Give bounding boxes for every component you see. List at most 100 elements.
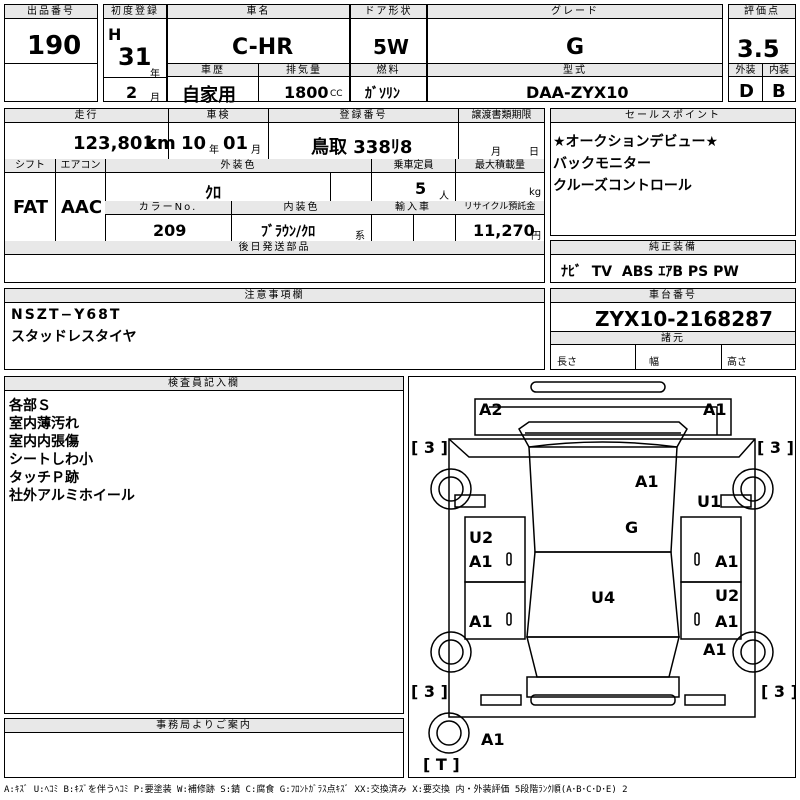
score: 3.5 (737, 35, 780, 63)
damage-code: U2 (715, 586, 739, 605)
mileage-label: 走行 (5, 109, 168, 123)
note-line: NSZT−Y68T (11, 307, 122, 323)
equipment-box: 純正装備 ﾅﾋﾞ TV ABS ｴｱB PS PW (550, 240, 796, 283)
transfer-label: 譲渡書類期限 (458, 109, 544, 123)
equipment-label: 純正装備 (551, 241, 795, 255)
sales-point: ★オークションデビュー★ (553, 134, 719, 150)
recycle: 11,270 (473, 221, 535, 240)
damage-code: A2 (479, 400, 503, 419)
displacement: 1800 (284, 83, 329, 102)
sales-points-box: セールスポイント ★オークションデビュー★ バックモニター クルーズコントロール (550, 108, 796, 236)
damage-code: A1 (703, 400, 727, 419)
inspector-box: 検査員記入欄 各部Ｓ 室内薄汚れ 室内内張傷 シートしわ小 タッチＰ跡 社外アル… (4, 376, 404, 714)
insp-year: 10 (181, 133, 207, 154)
damage-code: A1 (715, 552, 739, 571)
reg-year: 31 (118, 43, 152, 71)
left-front-door (464, 516, 526, 583)
capacity: 5 (415, 179, 427, 198)
chassis-number: ZYX10-2168287 (595, 307, 773, 331)
left-rear-door (464, 581, 526, 640)
length-label: 長さ (557, 357, 577, 368)
rear-left-wheel (430, 631, 472, 673)
office-label: 事務局よりご案内 (5, 719, 403, 733)
lot-number: 190 (27, 31, 82, 61)
body-outline (448, 438, 756, 718)
car-diagram: [ 3 ] [ 3 ] [ 3 ] [ 3 ] [ T ] A2 A1 A1 U… (411, 381, 795, 774)
grade: G (566, 35, 585, 60)
front-right-wheel (732, 468, 774, 510)
chassis-label: 車台番号 (551, 289, 795, 303)
width-label: 幅 (649, 357, 659, 368)
int-color-unit: 系 (355, 231, 365, 242)
exterior-label: 外装 (729, 63, 762, 77)
lot-label: 出品番号 (5, 5, 97, 19)
legend: A:ｷｽﾞ U:ﾍｺﾐ B:ｷｽﾞを伴うﾍｺﾐ P:要塗装 W:補修跡 S:錆 … (4, 785, 628, 795)
insp-month: 01 (223, 133, 249, 154)
office-box: 事務局よりご案内 (4, 718, 404, 778)
reg-month: 2 (126, 83, 138, 102)
lot-box: 出品番号 190 (4, 4, 98, 102)
score-box: 評価点 3.5 外装 内装 D B (728, 4, 796, 102)
transfer-day: 日 (529, 147, 539, 158)
grade-label: グレード (428, 5, 722, 19)
sales-points-label: セールスポイント (551, 109, 795, 123)
specs-label: 諸元 (551, 331, 795, 345)
trunk (526, 676, 680, 698)
tire-mark: [ 3 ] (411, 438, 448, 457)
shift: FAT (13, 197, 49, 218)
rear-lamp-left (480, 694, 522, 706)
notes-box: 注意事項欄 NSZT−Y68T スタッドレスタイヤ (4, 288, 545, 370)
equipment: ﾅﾋﾞ TV ABS ｴｱB PS PW (561, 264, 739, 280)
right-rear-door (680, 581, 742, 640)
tire-mark: [ 3 ] (411, 682, 448, 701)
front-bumper (530, 381, 666, 393)
cabin-outline (528, 441, 678, 553)
door-label: ドア形状 (351, 5, 426, 19)
exterior-grade: D (739, 81, 754, 102)
interior-grade: B (772, 81, 786, 102)
inspector-line: 室内薄汚れ (9, 416, 79, 432)
tire-mark: [ 3 ] (757, 438, 794, 457)
transfer-month: 月 (491, 147, 501, 158)
hood-outline (474, 398, 732, 436)
note-line: スタッドレスタイヤ (11, 329, 137, 345)
model: DAA-ZYX10 (526, 83, 629, 102)
right-front-door (680, 516, 742, 583)
interior-label: 内装 (762, 63, 795, 77)
damage-code: A1 (469, 552, 493, 571)
damage-code: A1 (481, 730, 505, 749)
door-box: ドア形状 5W 燃料 ｶﾞｿﾘﾝ (350, 4, 427, 102)
rear-right-wheel (732, 631, 774, 673)
grade-box: グレード G 型式 DAA-ZYX10 (427, 4, 723, 102)
spare-wheel (428, 712, 470, 754)
color-no-label: カラーNo. (105, 201, 231, 215)
inspector-line: 室内内張傷 (9, 434, 79, 450)
damage-code: G (625, 518, 638, 537)
capacity-unit: 人 (439, 191, 449, 202)
rear-window (526, 636, 680, 678)
recycle-unit: 円 (531, 231, 541, 242)
year-unit: 年 (150, 69, 160, 80)
car-diagram-box: [ 3 ] [ 3 ] [ 3 ] [ 3 ] [ T ] A2 A1 A1 U… (408, 376, 796, 778)
tire-mark: [ T ] (423, 755, 460, 774)
height-label: 高さ (727, 357, 747, 368)
car-name-label: 車名 (168, 5, 349, 19)
ext-color-label: 外装色 (105, 159, 371, 173)
front-left-wheel (430, 468, 472, 510)
color-no: 209 (153, 221, 187, 240)
capacity-label: 乗車定員 (371, 159, 455, 173)
first-reg-label: 初度登録 (104, 5, 166, 19)
history-label: 車歴 (168, 63, 258, 77)
tire-mark: [ 3 ] (761, 682, 795, 701)
car-name-box: 車名 C-HR 車歴 排気量 自家用 1800 CC (167, 4, 350, 106)
mileage: 123,801 (73, 133, 155, 154)
later-parts-label: 後日発送部品 (5, 241, 544, 255)
score-label: 評価点 (729, 5, 795, 19)
chassis-box: 車台番号 ZYX10-2168287 諸元 長さ 幅 高さ (550, 288, 796, 370)
shift-label: シフト (5, 159, 55, 173)
damage-code: A1 (715, 612, 739, 631)
month-unit: 月 (150, 93, 160, 104)
damage-code: U1 (697, 492, 721, 511)
damage-code: U2 (469, 528, 493, 547)
history: 自家用 (182, 85, 236, 106)
